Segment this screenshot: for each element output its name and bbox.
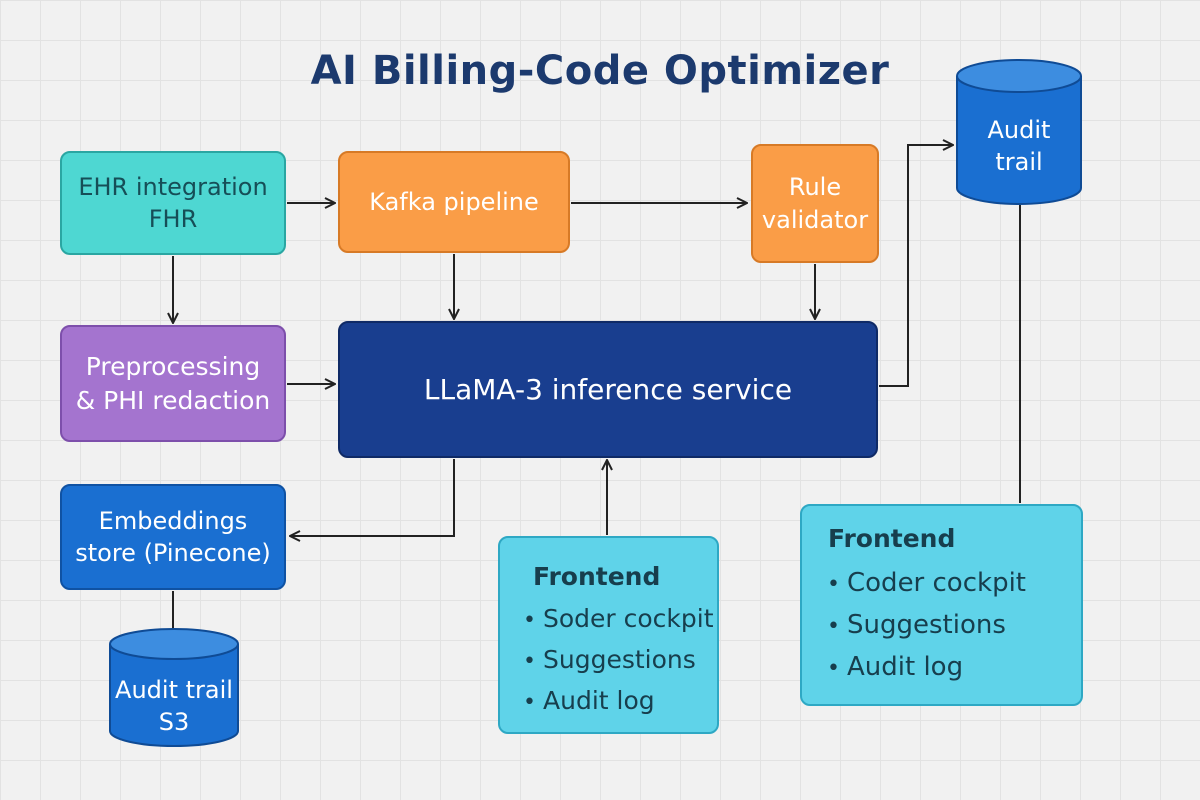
bullet-icon: • [827, 656, 840, 681]
llama-inference-service-node: LLaMA-3 inference service [338, 321, 878, 458]
preprocessing-label-line1: Preprocessing [85, 351, 261, 381]
list-item: • Suggestions [827, 605, 1081, 647]
list-item-label: Suggestions [847, 610, 1006, 640]
audit-trail-label: Audit trail [957, 114, 1081, 179]
list-item: • Suggestions [523, 640, 717, 681]
embeddings-store-label-line1: Embeddings [98, 506, 248, 535]
rule-validator-label-line1: Rule [788, 173, 842, 202]
embeddings-store-label-line2: store (Pinecone) [75, 539, 271, 567]
list-item-label: Suggestions [543, 645, 696, 674]
list-item: • Audit log [827, 647, 1081, 689]
audit-trail-s3-database [109, 628, 239, 747]
audit-trail-s3-label-line1: Audit trail [115, 676, 233, 704]
frontend-feature-list: • Soder cockpit • Suggestions • Audit log [523, 599, 717, 722]
list-item-label: Audit log [543, 686, 655, 715]
frontend-panel-right: Frontend • Coder cockpit • Suggestions • Au… [800, 504, 1083, 706]
list-item-label: Audit log [847, 652, 964, 682]
preprocessing-node: Preprocessing & PHI redaction [60, 325, 286, 442]
arrow-llama-to-embeddings [290, 459, 455, 536]
audit-trail-label-line2: trail [995, 148, 1043, 177]
list-item-label: Soder cockpit [543, 604, 714, 633]
audit-trail-s3-label-line2: S3 [158, 708, 190, 737]
frontend-panel-title: Frontend [828, 524, 956, 553]
list-item: • Coder cockpit [827, 563, 1081, 605]
bullet-icon: • [523, 608, 536, 633]
audit-trail-s3-label: Audit trail S3 [110, 674, 238, 739]
frontend-panel-middle: Frontend • Soder cockpit • Suggestions • Au… [498, 536, 719, 734]
diagram-title: AI Billing-Code Optimizer [310, 48, 890, 94]
preprocessing-label-line2: & PHI redaction [75, 385, 271, 415]
list-item: • Soder cockpit [523, 599, 717, 640]
kafka-pipeline-node: Kafka pipeline [338, 151, 570, 253]
frontend-panel-title: Frontend [533, 562, 661, 591]
embeddings-store-node: Embeddings store (Pinecone) [60, 484, 286, 590]
ehr-integration-sublabel: FHR [148, 205, 198, 233]
arrow-llama-to-audit-trail [879, 145, 953, 387]
kafka-pipeline-label: Kafka pipeline [369, 187, 539, 216]
rule-validator-label-line2: validator [761, 205, 869, 234]
list-item-label: Coder cockpit [847, 568, 1026, 598]
bullet-icon: • [827, 572, 840, 597]
bullet-icon: • [523, 649, 536, 674]
rule-validator-node: Rule validator [751, 144, 879, 263]
ehr-integration-label: EHR integration [78, 172, 268, 201]
llama-inference-label: LLaMA-3 inference service [423, 372, 793, 406]
audit-trail-database [956, 59, 1082, 205]
bullet-icon: • [827, 614, 840, 639]
frontend-feature-list: • Coder cockpit • Suggestions • Audit log [827, 563, 1081, 689]
audit-trail-label-line1: Audit [987, 116, 1051, 144]
ehr-integration-node: EHR integration FHR [60, 151, 286, 255]
list-item: • Audit log [523, 681, 717, 722]
bullet-icon: • [523, 690, 536, 715]
